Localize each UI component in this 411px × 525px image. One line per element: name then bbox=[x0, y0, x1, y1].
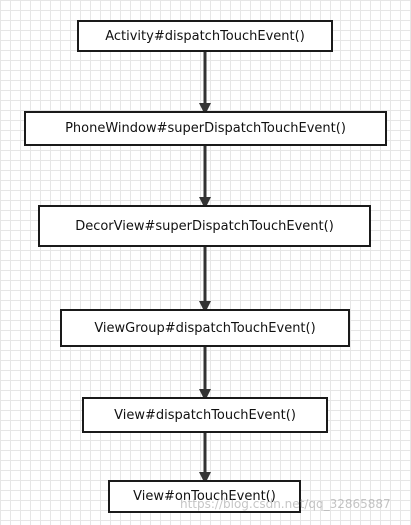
node-view-dispatch: View#dispatchTouchEvent() bbox=[82, 397, 328, 433]
node-decorview-superdispatch: DecorView#superDispatchTouchEvent() bbox=[38, 205, 371, 247]
node-viewgroup-dispatch: ViewGroup#dispatchTouchEvent() bbox=[60, 309, 350, 347]
watermark-text: https://blog.csdn.net/qq_32865887 bbox=[180, 497, 391, 511]
node-view-ontouch: View#onTouchEvent() bbox=[108, 480, 301, 513]
node-phonewindow-superdispatch: PhoneWindow#superDispatchTouchEvent() bbox=[24, 111, 387, 146]
node-activity-dispatch: Activity#dispatchTouchEvent() bbox=[77, 20, 333, 52]
